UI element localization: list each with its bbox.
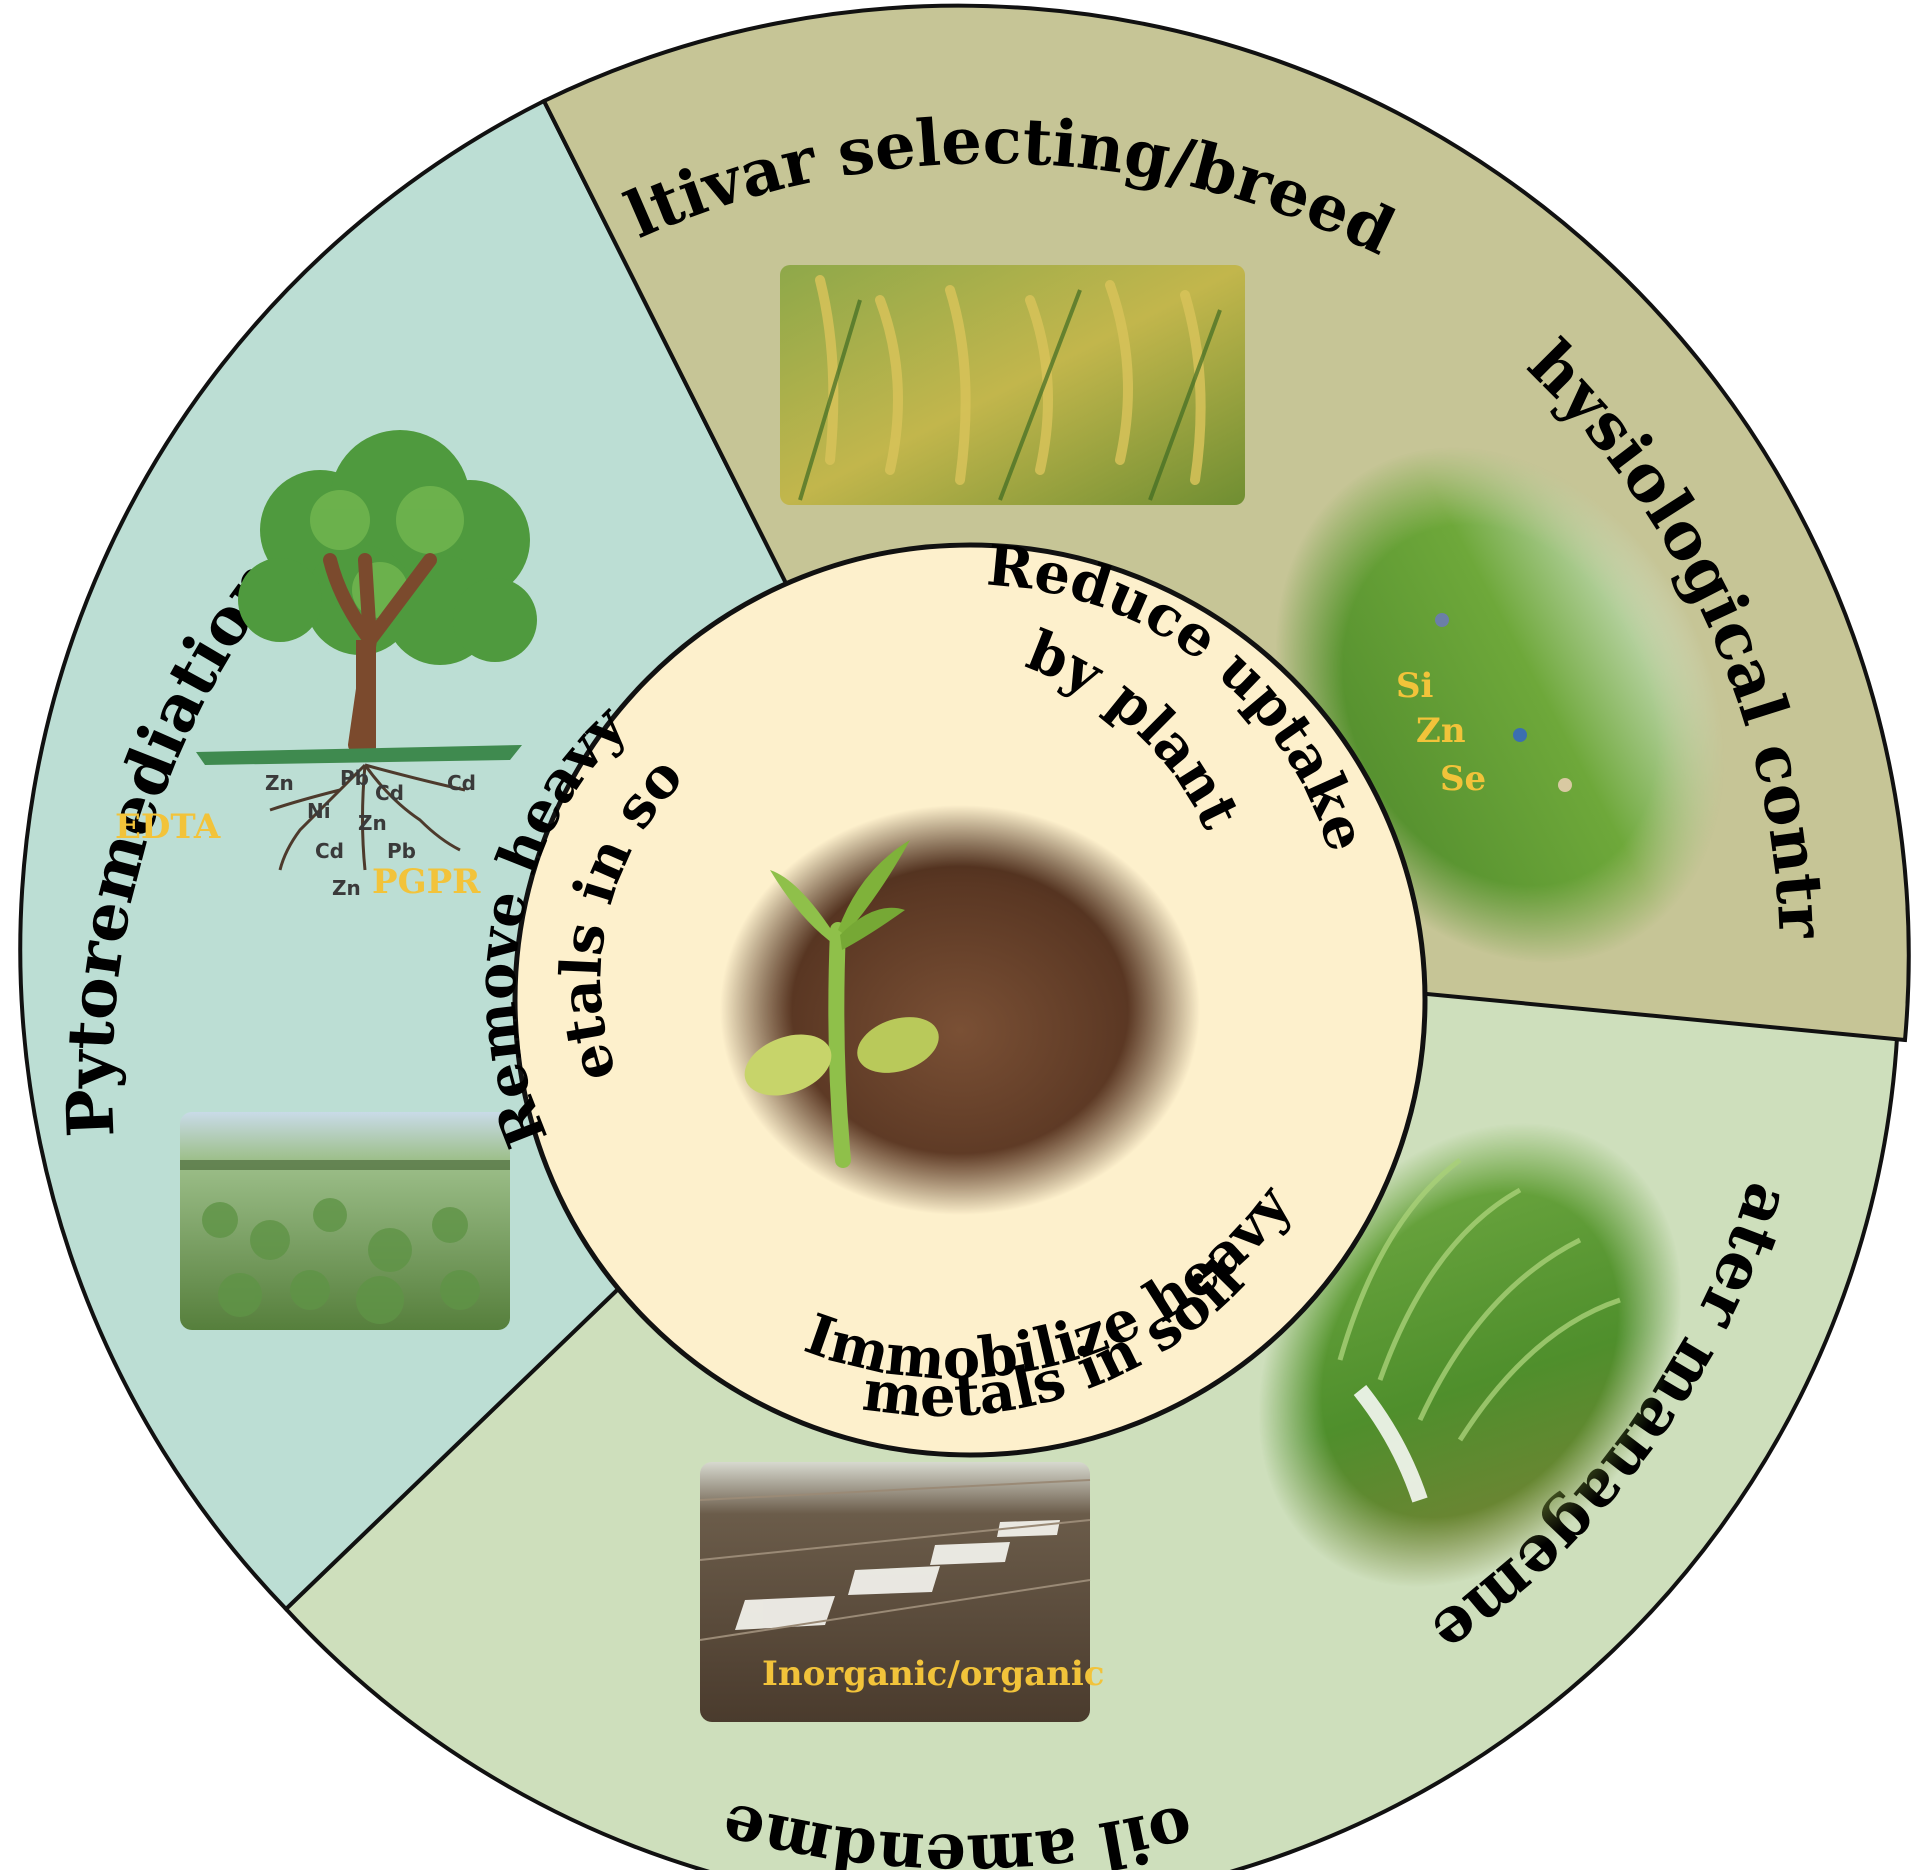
root-metal-label: Ni bbox=[307, 799, 331, 823]
root-metal-label: Cd bbox=[375, 781, 404, 805]
root-metal-label: Zn bbox=[265, 771, 294, 795]
edta-annotation: EDTA bbox=[115, 807, 221, 847]
worker-figure bbox=[1513, 728, 1527, 742]
root-metal-label: Pb bbox=[387, 839, 416, 863]
tree-with-roots-illustration: Zn Pb Cd Cd Ni Zn Cd Pb Zn EDTA PGPR bbox=[115, 430, 537, 902]
root-metal-label: Pb bbox=[340, 766, 369, 790]
element-zn: Zn bbox=[1416, 711, 1466, 751]
worker-figure bbox=[1435, 613, 1449, 627]
root-metal-label: Zn bbox=[358, 811, 387, 835]
root-metal-label: Cd bbox=[315, 839, 344, 863]
root-metal-label: Zn bbox=[332, 876, 361, 900]
paddy-water-photo bbox=[1258, 1123, 1682, 1587]
crop-field-photo bbox=[180, 1112, 510, 1330]
seedling-in-soil-photo bbox=[720, 805, 1200, 1215]
worker-figure bbox=[1558, 778, 1572, 792]
element-si: Si bbox=[1396, 666, 1434, 706]
root-metal-label: Cd bbox=[447, 771, 476, 795]
pgpr-annotation: PGPR bbox=[372, 862, 481, 902]
inorganic-organic-annotation: Inorganic/organic bbox=[762, 1654, 1105, 1694]
rice-panicles-photo bbox=[780, 265, 1245, 505]
element-se: Se bbox=[1440, 759, 1486, 799]
soil-plots-photo: Inorganic/organic bbox=[699, 1462, 1105, 1722]
